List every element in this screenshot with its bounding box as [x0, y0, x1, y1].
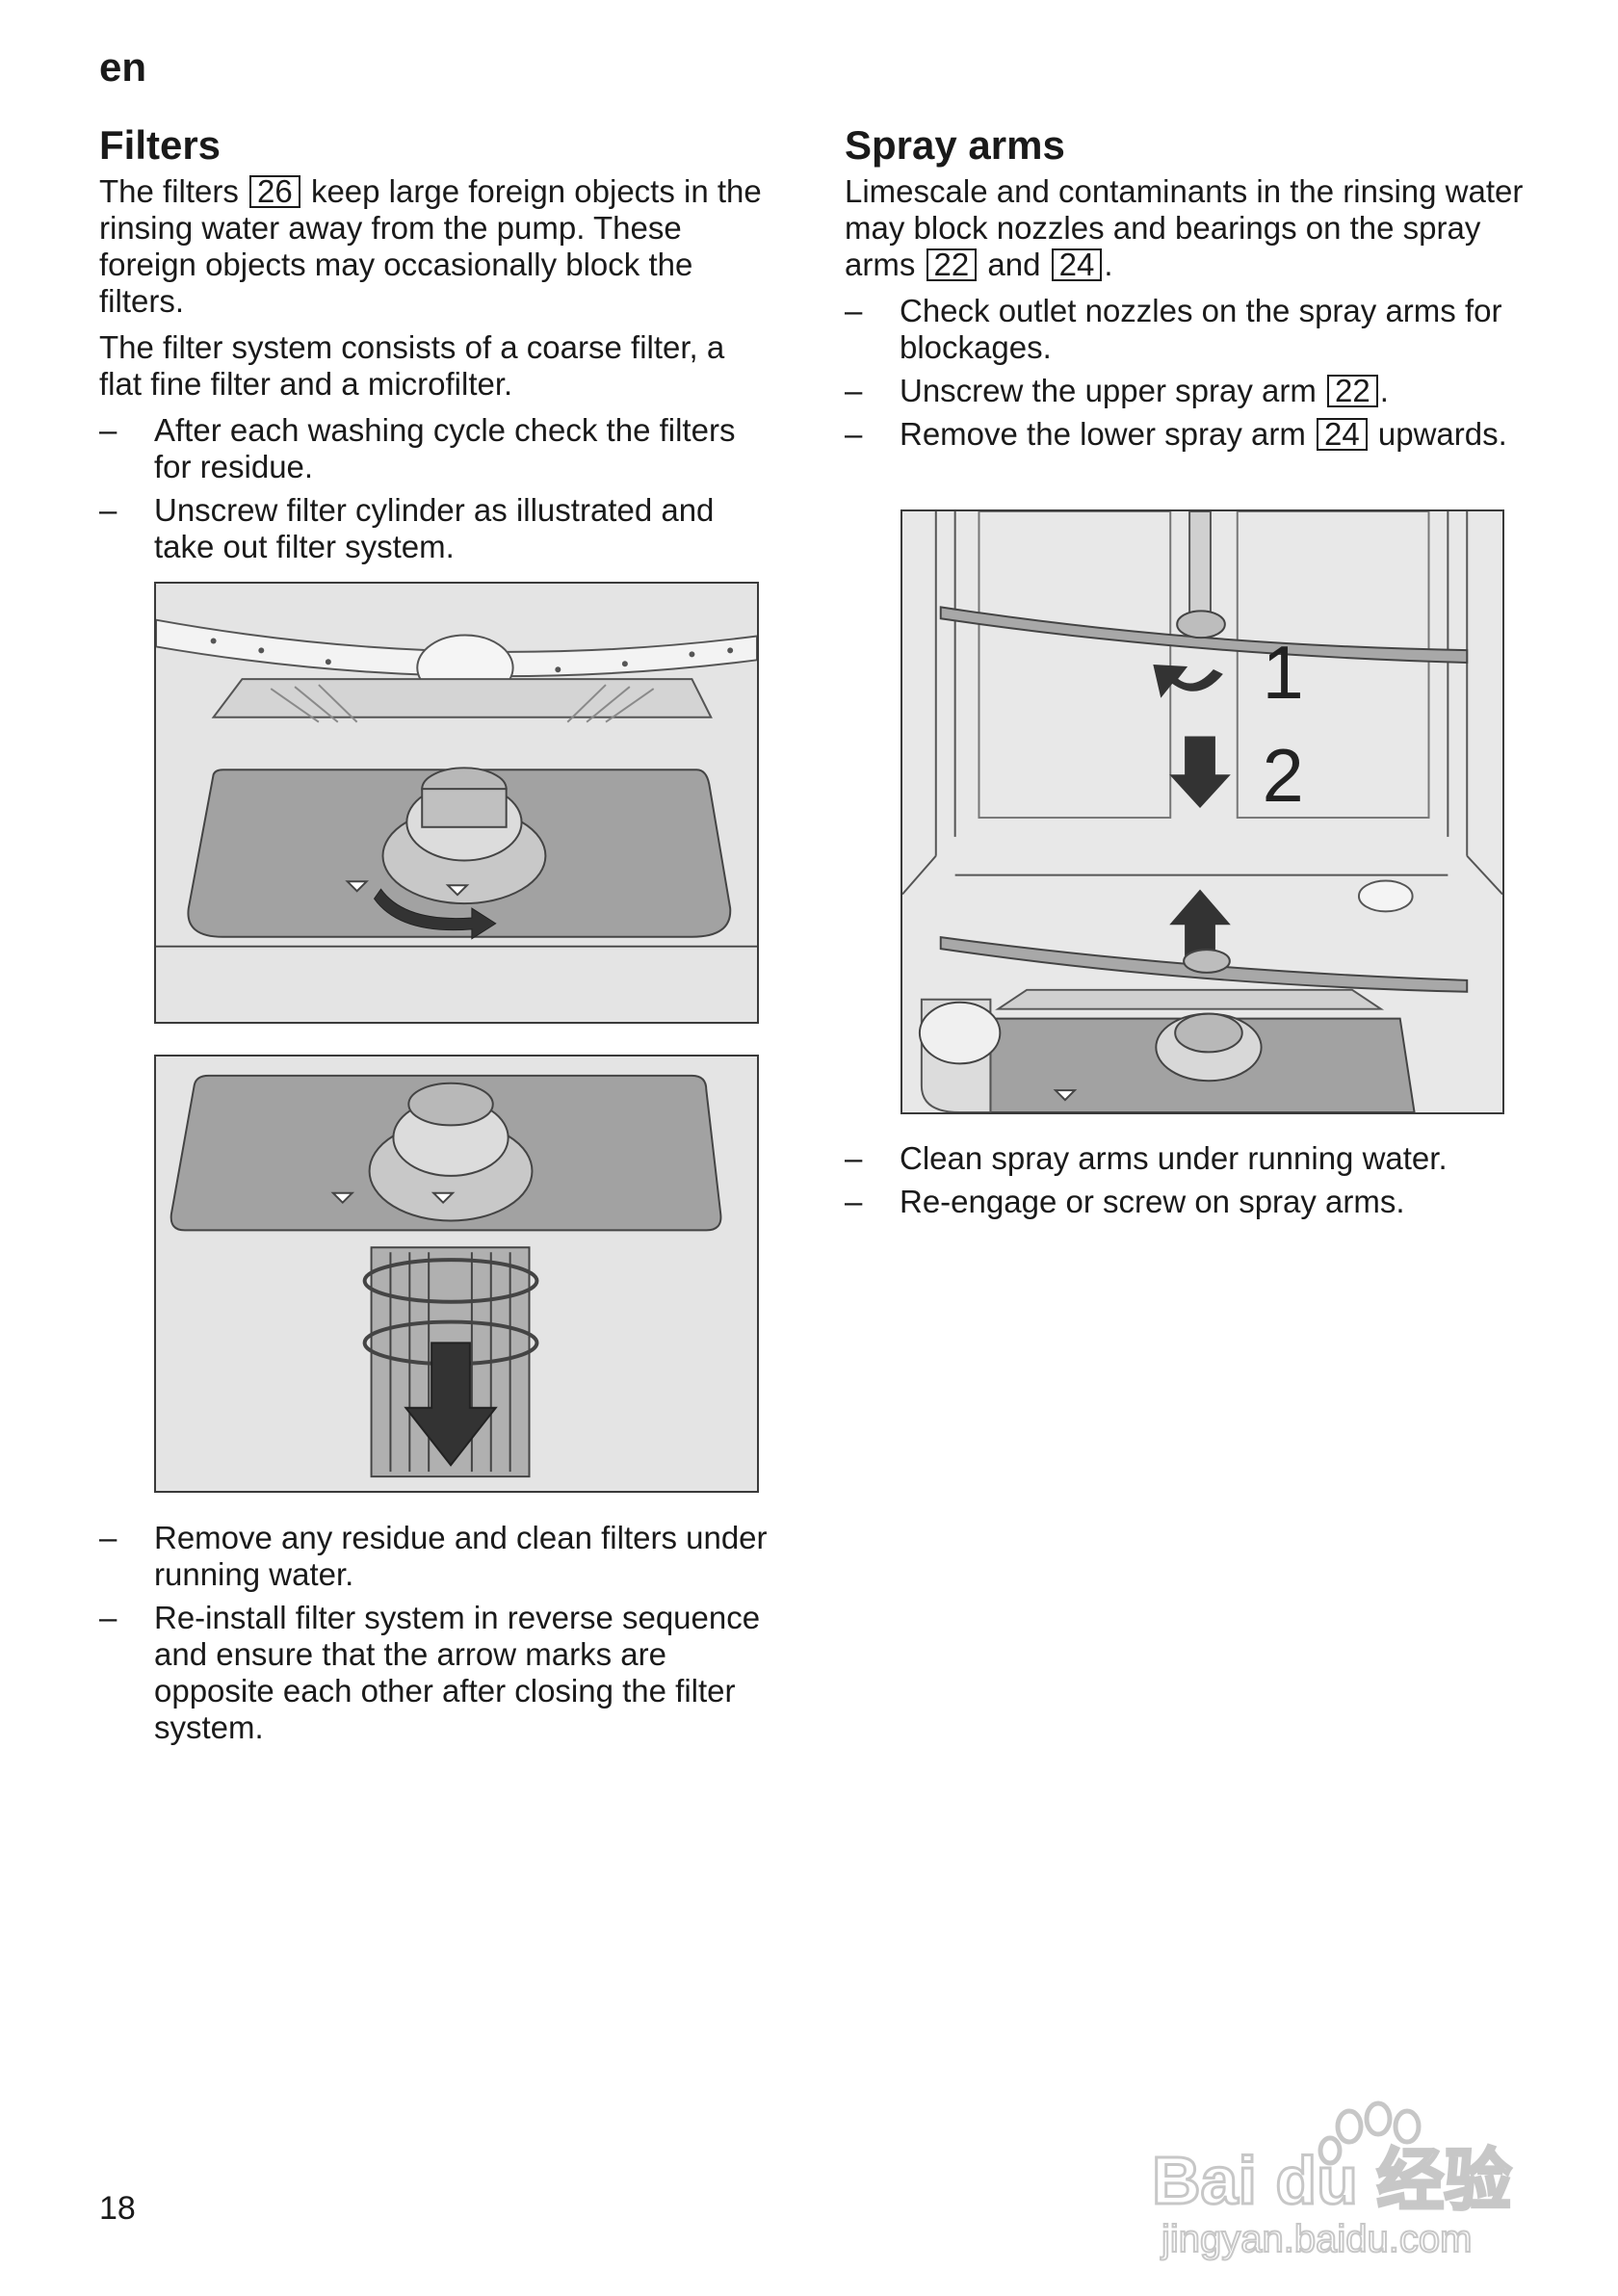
list-item-text: After each washing cycle check the filte…: [154, 412, 736, 484]
dash-marker: –: [99, 1600, 117, 1635]
filters-paragraph-1: The filters 26 keep large foreign object…: [99, 173, 773, 320]
dash-marker: –: [845, 1184, 863, 1219]
filter-unscrew-illustration: [154, 582, 759, 1024]
list-item: – Re-engage or screw on spray arms.: [845, 1184, 1557, 1220]
page-number: 18: [99, 2190, 136, 2227]
spray-arms-heading: Spray arms: [845, 122, 1065, 168]
dash-marker: –: [845, 1140, 863, 1176]
text: keep large foreign objects in the rinsin…: [99, 173, 762, 319]
list-item-text: Remove the lower spray arm: [900, 416, 1306, 452]
dash-marker: –: [99, 1520, 117, 1555]
reference-box: 24: [1051, 248, 1103, 281]
dash-marker: –: [845, 373, 863, 408]
text: and: [987, 247, 1041, 282]
list-item: – Check outlet nozzles on the spray arms …: [845, 293, 1538, 366]
spray-arms-steps-after-list: – Clean spray arms under running water. –…: [845, 1140, 1557, 1227]
list-item-text: Re-install filter system in reverse sequ…: [154, 1600, 761, 1745]
list-item-text: Remove any residue and clean filters und…: [154, 1520, 768, 1592]
list-item-text: Unscrew filter cylinder as illustrated a…: [154, 492, 715, 564]
text: The filters: [99, 173, 239, 209]
dash-marker: –: [99, 412, 117, 448]
spray-arms-steps-list: – Check outlet nozzles on the spray arms …: [845, 293, 1538, 453]
reference-box: 24: [1317, 418, 1368, 451]
list-item: – After each washing cycle check the filt…: [99, 412, 773, 485]
filter-removal-illustration: [154, 1055, 759, 1493]
list-item: – Clean spray arms under running water.: [845, 1140, 1557, 1177]
dash-marker: –: [99, 492, 117, 528]
filters-steps-list: – After each washing cycle check the filt…: [99, 412, 773, 565]
list-item-text: Check outlet nozzles on the spray arms f…: [900, 293, 1502, 365]
text: Limescale and contaminants in the rinsin…: [845, 173, 1524, 282]
text: .: [1104, 247, 1113, 282]
reference-box: 22: [1327, 375, 1378, 407]
reference-box: 26: [249, 175, 300, 208]
list-item-text: Clean spray arms under running water.: [900, 1140, 1448, 1176]
watermark-logo: Bai du 经验 jingyan.baidu.com: [1151, 2098, 1537, 2261]
list-item-text: Unscrew the upper spray arm: [900, 373, 1317, 408]
watermark-brand: Bai du 经验: [1152, 2143, 1511, 2218]
list-item-text: Re-engage or screw on spray arms.: [900, 1184, 1405, 1219]
dash-marker: –: [845, 416, 863, 452]
list-item: – Unscrew filter cylinder as illustrated …: [99, 492, 773, 565]
step-label-2: 2: [1263, 735, 1304, 818]
list-item: – Re-install filter system in reverse seq…: [99, 1600, 773, 1746]
language-code: en: [99, 44, 147, 90]
reference-box: 22: [926, 248, 978, 281]
filters-paragraph-2: The filter system consists of a coarse f…: [99, 329, 725, 402]
dash-marker: –: [845, 293, 863, 328]
filters-steps-after-list: – Remove any residue and clean filters un…: [99, 1520, 773, 1753]
spray-arms-section: Spray arms Limescale and contaminants in…: [845, 121, 1538, 459]
spray-arms-paragraph: Limescale and contaminants in the rinsin…: [845, 173, 1538, 283]
text: upwards.: [1377, 416, 1507, 452]
step-label-1: 1: [1263, 632, 1304, 715]
spray-arms-illustration: 1 2: [900, 509, 1504, 1114]
filters-section: Filters The filters 26 keep large foreig…: [99, 121, 773, 572]
list-item: – Remove any residue and clean filters un…: [99, 1520, 773, 1593]
watermark-url: jingyan.baidu.com: [1161, 2218, 1472, 2260]
text: .: [1379, 373, 1389, 408]
list-item: – Remove the lower spray arm 24 upwards.: [845, 416, 1538, 453]
list-item: – Unscrew the upper spray arm 22.: [845, 373, 1538, 409]
filters-heading: Filters: [99, 122, 222, 168]
